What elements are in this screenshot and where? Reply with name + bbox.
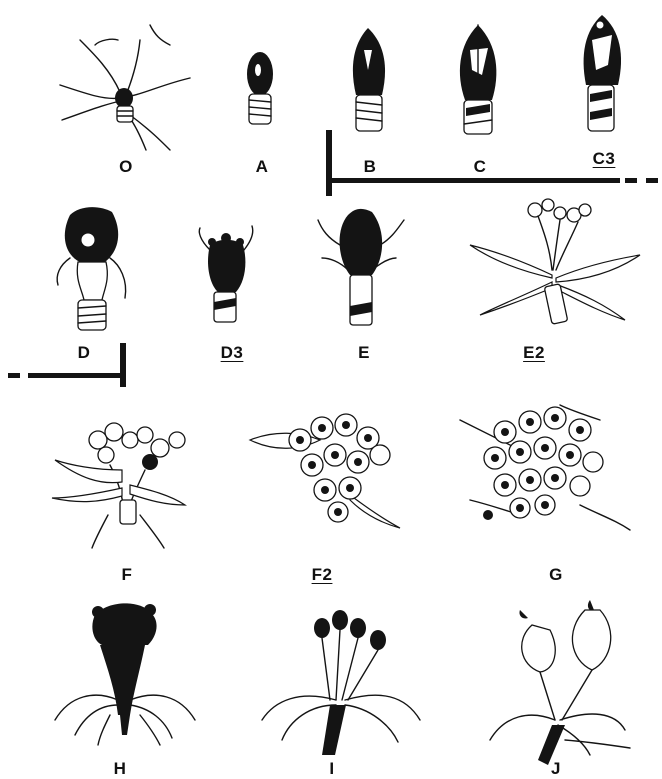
stage-d3-drawing <box>199 226 252 322</box>
stage-label-d: D <box>78 344 91 361</box>
stage-label-c: C <box>474 158 487 175</box>
stage-label-e: E <box>358 344 370 361</box>
stage-label-f2: F2 <box>312 566 333 583</box>
stage-o-drawing <box>60 25 190 150</box>
stage-label-c3: C3 <box>593 150 616 167</box>
stage-label-j: J <box>551 760 561 777</box>
stage-label-e2: E2 <box>523 344 545 361</box>
stage-f2-drawing <box>250 414 400 528</box>
stage-label-f: F <box>122 566 133 583</box>
stage-label-a: A <box>256 158 269 175</box>
stage-e-drawing <box>318 209 404 325</box>
stage-bracket-bottom <box>8 343 126 387</box>
stage-g-drawing <box>460 405 630 530</box>
stage-i-drawing <box>262 610 420 755</box>
stage-a-drawing <box>247 52 273 124</box>
stage-label-o: O <box>119 158 133 175</box>
stage-b-drawing <box>353 28 385 131</box>
stage-c3-drawing <box>584 15 621 131</box>
stage-f-drawing <box>52 423 185 548</box>
stage-d-drawing <box>57 207 126 330</box>
stage-label-h: H <box>114 760 127 777</box>
stage-label-d3: D3 <box>221 344 244 361</box>
stage-label-g: G <box>549 566 563 583</box>
stage-label-i: I <box>329 760 334 777</box>
stage-e2-drawing <box>470 199 640 324</box>
stage-c-drawing <box>460 25 497 134</box>
stage-label-b: B <box>364 158 377 175</box>
stage-j-drawing <box>490 600 630 765</box>
stage-h-drawing <box>55 603 195 745</box>
